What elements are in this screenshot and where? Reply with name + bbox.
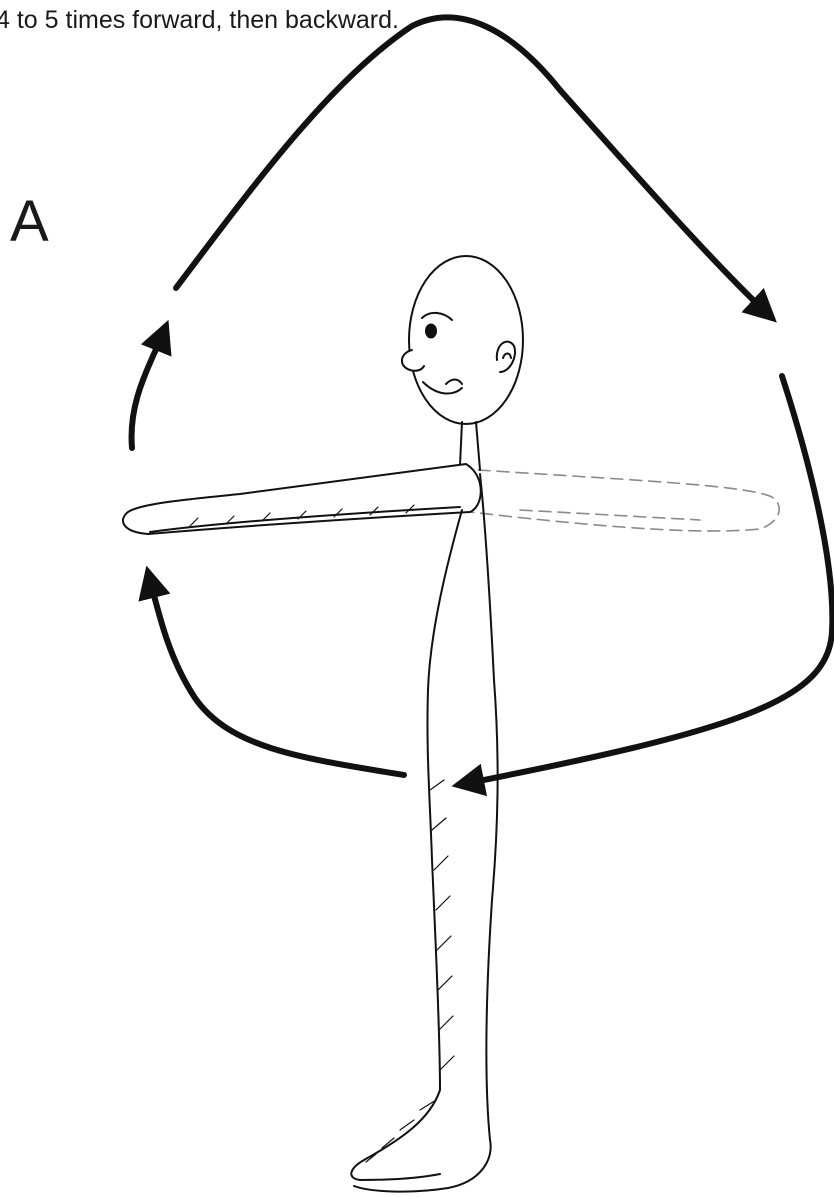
leg-hatching <box>366 780 454 1162</box>
arrow-right-curve <box>458 376 832 785</box>
back-line <box>351 510 462 1180</box>
eye <box>426 325 436 338</box>
dashed-arm <box>470 470 779 531</box>
front-line <box>354 474 498 1192</box>
extended-arm <box>123 464 481 534</box>
head <box>409 256 523 424</box>
arrow-left-upper-curve <box>132 326 166 448</box>
arrow-left-lower-curve <box>148 572 404 775</box>
neck <box>460 422 480 470</box>
